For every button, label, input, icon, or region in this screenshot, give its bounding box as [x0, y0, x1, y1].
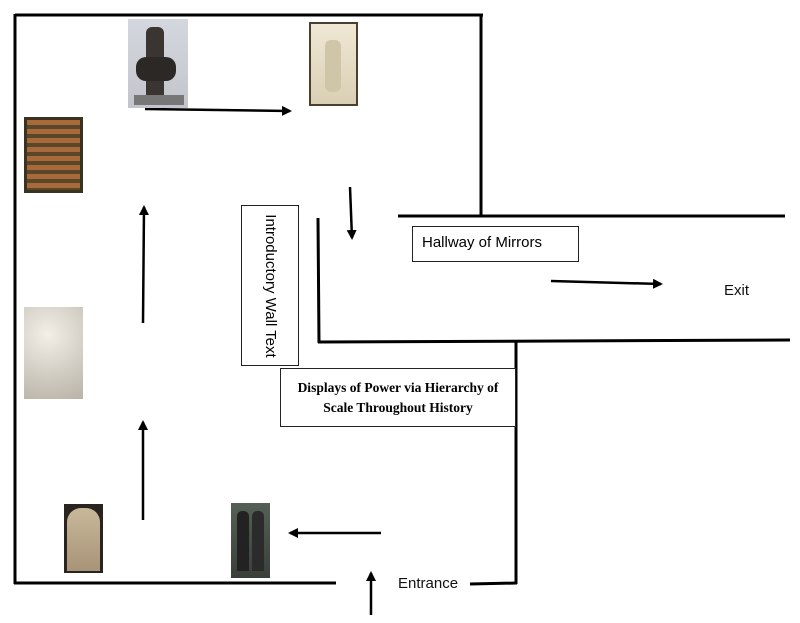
arrow-up-upper [138, 205, 149, 324]
introductory-wall-text-box: Introductory Wall Text [241, 205, 299, 366]
arrow-right-top [144, 105, 292, 116]
introductory-wall-label: Introductory Wall Text [262, 213, 279, 358]
wall-bottom-right [469, 581, 518, 586]
ivory-panel-image [309, 22, 358, 106]
hallway-bottom-wall [317, 338, 791, 344]
inner-wall-vertical [316, 217, 321, 344]
entrance-label: Entrance [398, 575, 459, 592]
stele-image [64, 504, 103, 573]
mosaic-panel-image [24, 117, 83, 193]
egyptian-statue-pair-image [231, 503, 270, 578]
relief-carving-image [24, 307, 83, 399]
exhibition-title: Displays of Power via Hierarchy of Scale… [280, 368, 516, 427]
arrow-right-exit [550, 278, 663, 289]
equestrian-statue-image [128, 19, 188, 108]
hallway-of-mirrors-label: Hallway of Mirrors [412, 226, 579, 262]
exit-label: Exit [724, 282, 750, 299]
arrow-down [346, 186, 357, 240]
